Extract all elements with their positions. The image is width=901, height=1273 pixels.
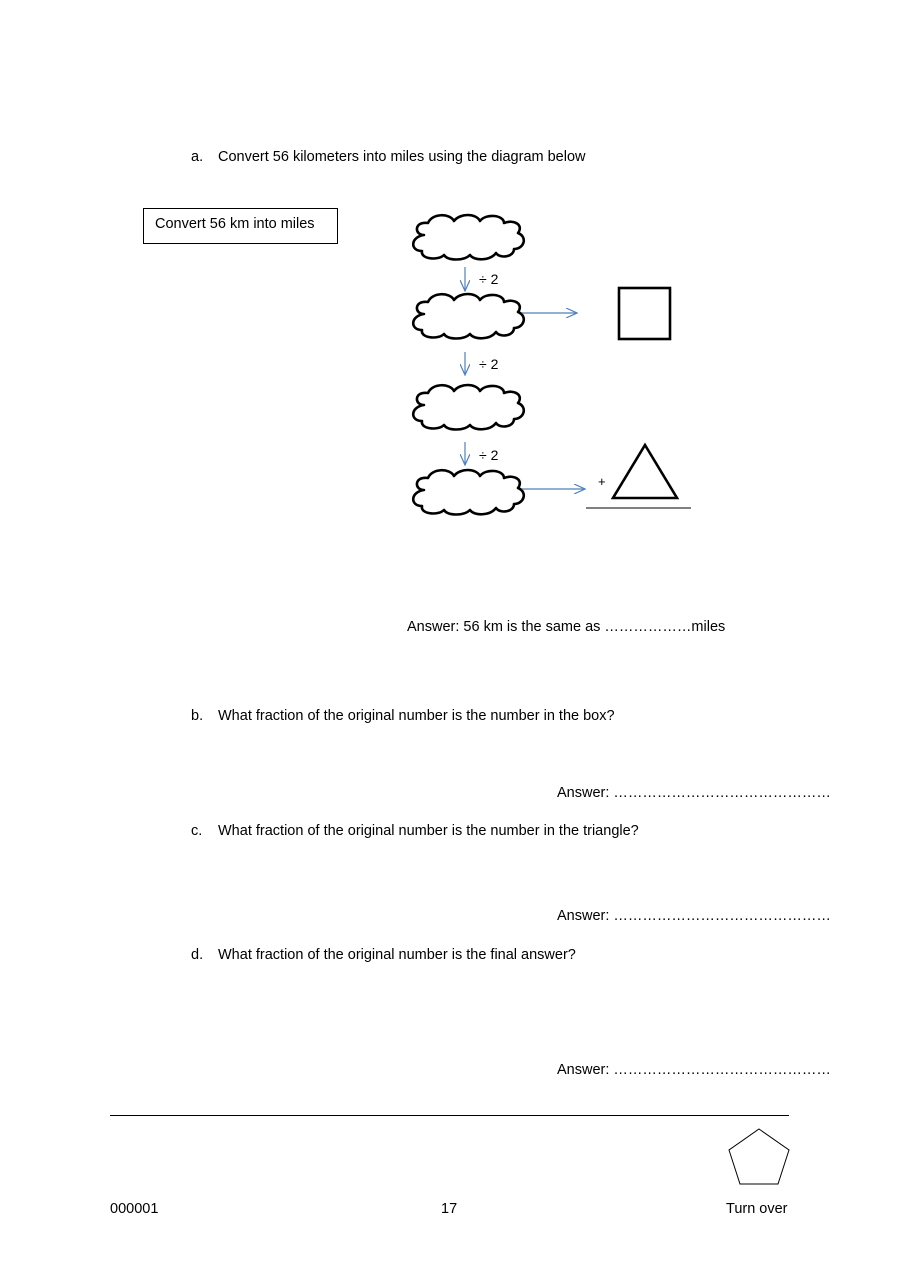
question-b-answer: Answer: ………………………………………: [557, 785, 831, 801]
question-d-letter: d.: [191, 947, 204, 963]
operation-label-2: ÷ 2: [479, 356, 499, 372]
question-a-letter: a.: [191, 149, 204, 165]
plus-sign: +: [598, 474, 606, 489]
answer-square: [617, 286, 672, 341]
question-d-text: What fraction of the original number is …: [218, 947, 576, 963]
convert-label-box: Convert 56 km into miles: [143, 208, 338, 244]
pentagon-icon: [728, 1128, 790, 1185]
footer-code: 000001: [110, 1201, 159, 1217]
operation-label-3: ÷ 2: [479, 447, 499, 463]
question-b-letter: b.: [191, 708, 204, 724]
convert-label-text: Convert 56 km into miles: [155, 216, 315, 232]
question-a-text: Convert 56 kilometers into miles using t…: [218, 149, 586, 165]
question-b-text: What fraction of the original number is …: [218, 708, 615, 724]
question-c-letter: c.: [191, 823, 203, 839]
footer-page-number: 17: [441, 1201, 458, 1217]
question-d-answer: Answer: ………………………………………: [557, 1062, 831, 1078]
cloud-4: [411, 468, 526, 516]
answer-triangle: [610, 442, 680, 500]
cloud-3: [411, 383, 526, 431]
operation-label-1: ÷ 2: [479, 271, 499, 287]
footer-divider: [110, 1115, 789, 1116]
cloud-1: [411, 213, 526, 261]
question-a-answer: Answer: 56 km is the same as ………………miles: [407, 619, 726, 635]
cloud-2: [411, 292, 526, 340]
footer-turn-over: Turn over: [726, 1201, 788, 1217]
question-c-text: What fraction of the original number is …: [218, 823, 639, 839]
conversion-diagram: ÷ 2 ÷ 2 ÷ 2 +: [411, 213, 691, 516]
question-c-answer: Answer: ………………………………………: [557, 908, 831, 924]
